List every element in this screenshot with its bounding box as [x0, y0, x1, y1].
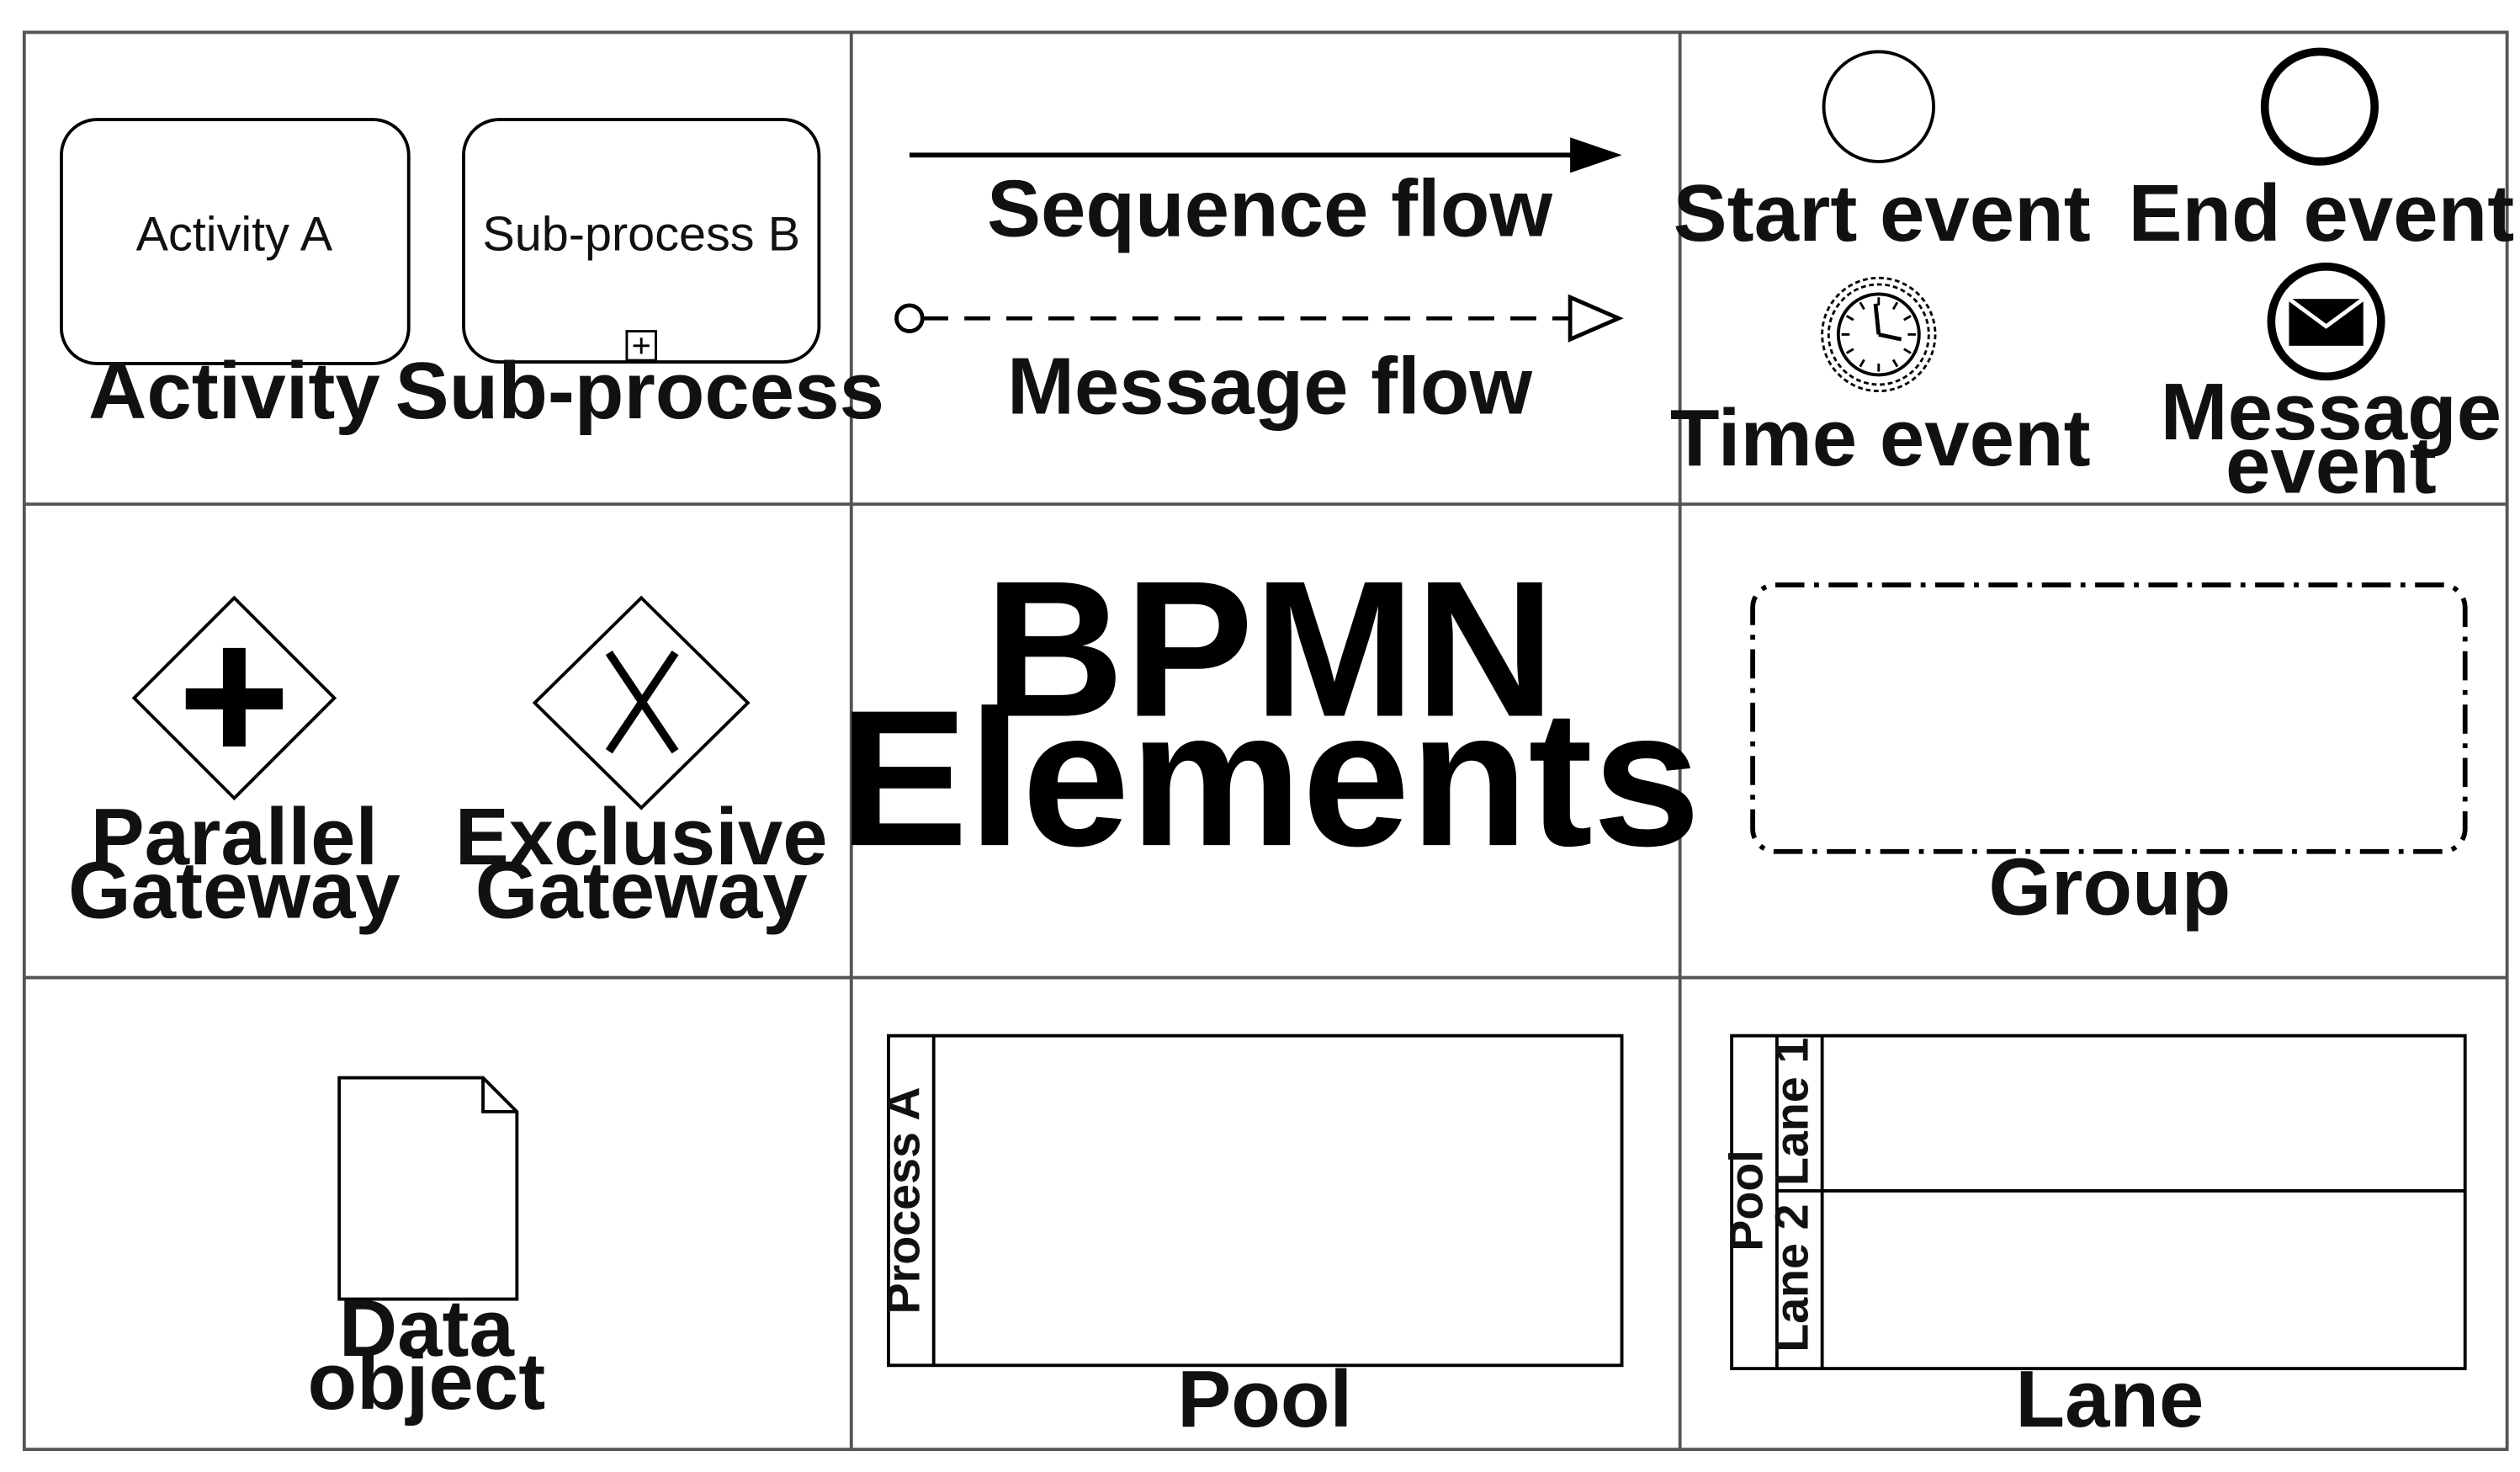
time-event-element: Time event — [1670, 276, 2091, 483]
activity-box-label: Activity A — [136, 208, 333, 262]
exclusive-gateway-caption-line1: Exclusive — [455, 792, 828, 882]
end-event-caption: End event — [2129, 168, 2515, 258]
data-object-fold — [481, 1077, 517, 1113]
data-object-caption-line1: Data — [339, 1283, 515, 1374]
exclusive-gateway-caption-line2: Gateway — [475, 845, 808, 935]
envelope-icon — [2288, 297, 2365, 346]
data-object-shape — [337, 1076, 519, 1301]
parallel-gateway-element: Parallel Gateway — [68, 595, 401, 935]
sequence-flow-element: Sequence flow — [909, 137, 1622, 253]
data-object-caption-line2: object — [308, 1336, 546, 1427]
subprocess-element: Sub-process B Sub-process — [395, 118, 884, 436]
x-icon — [605, 650, 679, 754]
activity-caption: Activity — [88, 346, 380, 436]
end-event-element: End event — [2129, 47, 2515, 258]
pool-process-label: Process A — [877, 1087, 929, 1314]
sequence-flow-caption: Sequence flow — [987, 163, 1552, 253]
pool-caption: Pool — [1177, 1354, 1352, 1444]
title-line1: BPMN — [984, 540, 1555, 757]
lane-element: Pool Lane 1 Lane 2 Lane — [1721, 1034, 2467, 1444]
lane-pool-shape — [1730, 1034, 2467, 1371]
exclusive-gateway-element: Exclusive Gateway — [455, 595, 828, 935]
message-flow-element: Message flow — [894, 294, 1624, 431]
data-object-element: Data object — [308, 1076, 546, 1427]
time-event-caption: Time event — [1670, 393, 2091, 483]
parallel-gateway-caption-line2: Gateway — [68, 845, 401, 935]
start-event-caption: Start event — [1674, 168, 2091, 258]
activity-element: Activity A Activity — [60, 118, 411, 436]
subprocess-box-label: Sub-process B — [482, 208, 800, 262]
activity-shape — [60, 118, 411, 365]
pool-shape — [887, 1034, 1624, 1368]
message-flow-start-circle — [894, 303, 925, 333]
lane-2-label: Lane 2 — [1765, 1204, 1817, 1352]
pool-element: Process A Pool — [877, 1034, 1624, 1444]
group-caption: Group — [1988, 842, 2231, 933]
start-event-shape — [1822, 50, 1936, 163]
message-event-caption-line2: event — [2226, 421, 2437, 511]
plus-icon — [185, 647, 283, 747]
lane-1-label: Lane 1 — [1765, 1038, 1817, 1186]
lane-caption: Lane — [2015, 1354, 2204, 1444]
subprocess-caption: Sub-process — [395, 346, 884, 436]
plus-icon — [625, 330, 657, 362]
group-shape — [1750, 582, 2468, 854]
open-arrowhead-icon — [1568, 294, 1624, 343]
grid — [22, 30, 2509, 1452]
lane-pool-label: Pool — [1721, 1150, 1773, 1251]
end-event-shape — [2260, 47, 2379, 166]
message-event-caption-line1: Message — [2161, 367, 2502, 457]
title-line2: Elements — [839, 669, 1700, 886]
start-event-element: Start event — [1674, 50, 2091, 258]
subprocess-shape — [462, 118, 821, 364]
arrowhead-icon — [1570, 137, 1622, 173]
clock-icon — [1836, 292, 1921, 377]
group-element: Group — [1750, 582, 2468, 933]
message-flow-caption: Message flow — [1007, 341, 1532, 431]
parallel-gateway-caption-line1: Parallel — [91, 792, 379, 882]
message-event-element: Message event — [2161, 262, 2502, 511]
diagram-title: BPMN Elements — [839, 540, 1700, 887]
